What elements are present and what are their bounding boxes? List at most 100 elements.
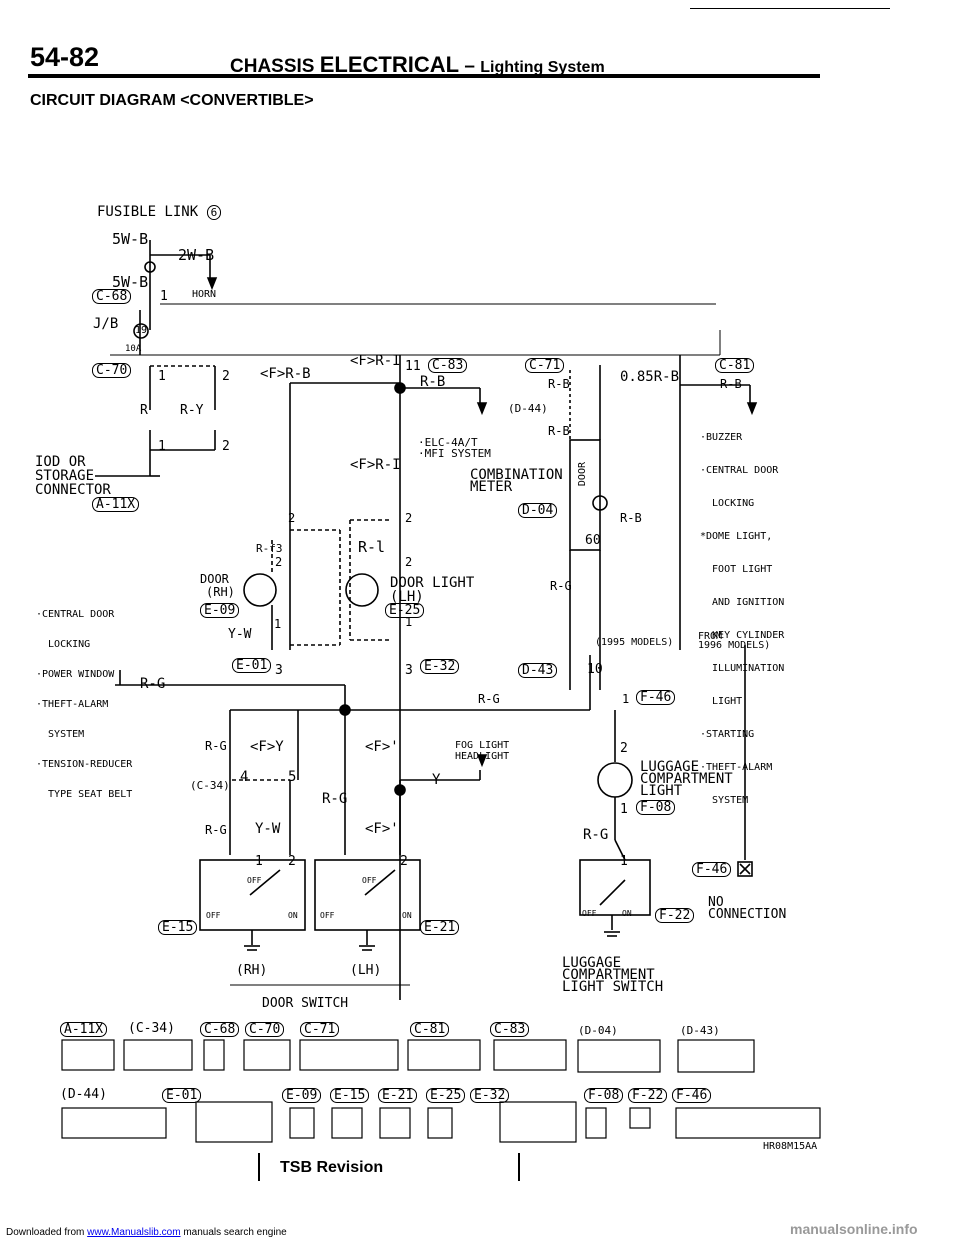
left-list-item: ·POWER WINDOW xyxy=(36,669,115,680)
diagram-code: HR08M15AA xyxy=(763,1141,818,1152)
bottom-tag-e25: E-25 xyxy=(426,1088,466,1103)
rh-switch-label: (RH) xyxy=(236,963,268,978)
bottom-tag-e21: E-21 xyxy=(378,1088,418,1103)
left-list-item: SYSTEM xyxy=(36,729,85,740)
pin-1e: 1 xyxy=(255,854,263,869)
rh-off-label: OFF xyxy=(206,911,221,920)
wire-rg-l1: R-G xyxy=(205,739,227,753)
connector-c70: C-70 xyxy=(92,363,132,378)
wire-fprime-2: <F>' xyxy=(365,821,399,837)
right-list-item: *DOME LIGHT, xyxy=(700,531,773,542)
pin-2f: 2 xyxy=(288,854,296,869)
connector-c68: C-68 xyxy=(92,289,132,304)
luggage-line-3: LIGHT xyxy=(640,783,683,799)
header-rule xyxy=(28,74,820,78)
wire-rb-meter3: R-B xyxy=(620,511,642,525)
right-list-item: KEY CYLINDER xyxy=(700,630,785,641)
no-connection-2: CONNECTION xyxy=(708,907,787,922)
wire-rb-meter2: R-B xyxy=(548,424,570,438)
pin-2d: 2 xyxy=(405,555,413,569)
pin-5: 5 xyxy=(288,769,297,785)
right-list-item: FOOT LIGHT xyxy=(700,564,773,575)
pin-60: 60 xyxy=(585,533,601,548)
connector-c34: (C-34) xyxy=(190,779,230,792)
title-dash: – xyxy=(464,56,475,77)
wire-fr: <F>R-I xyxy=(350,353,401,369)
footer-prefix: Downloaded from xyxy=(6,1227,85,1238)
wire-rg-meter: R-G xyxy=(550,579,572,593)
bottom-tag-f46: F-46 xyxy=(672,1088,712,1103)
meter-mfi: ·MFI SYSTEM xyxy=(418,447,491,460)
c70-pin1: 1 xyxy=(158,369,166,384)
lug-switch-line-2: COMPARTMENT xyxy=(562,967,655,983)
bottom-tag-e32: E-32 xyxy=(470,1088,510,1103)
right-list-item: SYSTEM xyxy=(700,795,749,806)
lh-switch-off: OFF xyxy=(362,876,377,885)
wire-fr-2: <F>R-I xyxy=(350,457,401,473)
tsb-revision: TSB Revision xyxy=(280,1159,384,1176)
pin-2b: 2 xyxy=(405,511,413,525)
bottom-tag-f08: F-08 xyxy=(584,1088,624,1103)
section-name-bold: ELECTRICAL xyxy=(319,52,460,77)
connector-e01: E-01 xyxy=(232,658,272,673)
wire-y: Y xyxy=(432,772,441,788)
connector-c83: C-83 xyxy=(428,358,468,373)
pin-1-horn: 1 xyxy=(160,289,168,304)
luggage-line-1: LUGGAGE xyxy=(640,759,700,775)
right-feature-list: ·BUZZER ·CENTRAL DOOR LOCKING *DOME LIGH… xyxy=(700,410,784,817)
lug-switch-line-1: LUGGAGE xyxy=(562,955,622,971)
fusible-text: FUSIBLE LINK xyxy=(97,204,199,220)
wire-085rb: 0.85R-B xyxy=(620,369,680,385)
c70-pin1b: 1 xyxy=(158,439,166,454)
footer-suffix: manuals search engine xyxy=(183,1227,287,1238)
wire-rb-right: R-B xyxy=(720,377,742,391)
wire-rg-left: R-G xyxy=(140,676,166,692)
horn-label: HORN xyxy=(192,289,217,300)
pin-2c: 2 xyxy=(275,555,283,569)
wire-rg-l2: R-G xyxy=(205,823,227,837)
section-title: CHASSIS ELECTRICAL – Lighting System xyxy=(230,52,605,77)
bottom-tag-c34: (C-34) xyxy=(128,1021,175,1036)
footer-link[interactable]: www.Manualslib.com xyxy=(87,1227,181,1238)
top-right-rule xyxy=(690,8,890,9)
wire-5wb-top: 5W-B xyxy=(112,230,149,248)
connector-f08: F-08 xyxy=(636,800,676,815)
pin-3b: 3 xyxy=(405,663,413,678)
subsection-name: Lighting System xyxy=(480,59,605,76)
meter-door: DOOR xyxy=(577,462,588,487)
pin-1a: 1 xyxy=(274,617,282,631)
pin-4: 4 xyxy=(240,769,249,785)
circuit-title: CIRCUIT DIAGRAM <CONVERTIBLE> xyxy=(30,92,314,109)
bottom-tag-f22: F-22 xyxy=(628,1088,668,1103)
bottom-tag-c70: C-70 xyxy=(245,1022,285,1037)
connector-e09: E-09 xyxy=(200,603,240,618)
right-list-item: LIGHT xyxy=(700,696,743,707)
lug-on-label: ON xyxy=(622,909,632,918)
pin-2e: 2 xyxy=(620,741,628,756)
rh-switch-off: OFF xyxy=(247,876,262,885)
luggage-line-2: COMPARTMENT xyxy=(640,771,733,787)
c70-pin2b: 2 xyxy=(222,439,230,454)
connector-f46: F-46 xyxy=(636,690,676,705)
wire-rg-lug: R-G xyxy=(583,827,609,843)
left-feature-list: ·CENTRAL DOOR LOCKING ·POWER WINDOW ·THE… xyxy=(36,590,132,810)
bottom-tag-c83: C-83 xyxy=(490,1022,530,1037)
connector-a11x: A-11X xyxy=(92,497,140,512)
storage-line-1: IOD OR xyxy=(35,454,86,470)
bottom-tag-c71: C-71 xyxy=(300,1022,340,1037)
bottom-tag-d44: (D-44) xyxy=(60,1087,107,1102)
wire-rf3: R-f3 xyxy=(256,542,283,555)
fog-line-1: FOG LIGHT xyxy=(455,740,510,751)
pin-3a: 3 xyxy=(275,663,283,678)
fuse-amp: 10A xyxy=(125,344,142,354)
connector-e32: E-32 xyxy=(420,659,460,674)
connector-d44: (D-44) xyxy=(508,402,548,415)
door-switch-label: DOOR SWITCH xyxy=(262,996,349,1011)
wire-fy: <F>Y xyxy=(250,739,284,755)
fuse-number: 19 xyxy=(135,325,148,336)
meter-label-2: METER xyxy=(470,479,513,495)
connector-e15: E-15 xyxy=(158,920,198,935)
pin-10: 10 xyxy=(587,662,603,677)
bottom-tag-e01: E-01 xyxy=(162,1088,202,1103)
right-list-item: LOCKING xyxy=(700,498,755,509)
